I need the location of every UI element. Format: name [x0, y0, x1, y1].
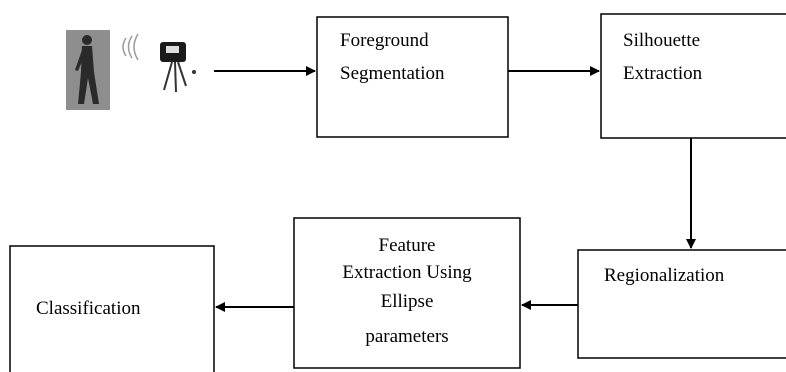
silhouette-label-line2: Extraction — [623, 63, 703, 84]
feature-label-line4: parameters — [365, 326, 448, 347]
feature-label-line3: Ellipse — [381, 291, 434, 312]
walking-person-icon — [66, 30, 110, 110]
classification-label: Classification — [36, 298, 141, 319]
silhouette-extraction-box — [600, 13, 786, 139]
camera-on-tripod-icon — [160, 42, 196, 93]
foreground-segmentation-box — [316, 16, 509, 138]
foreground-label-line1: Foreground — [340, 30, 429, 51]
regionalization-label: Regionalization — [604, 265, 725, 286]
foreground-label-line2: Segmentation — [340, 63, 445, 84]
classification-box — [9, 245, 215, 372]
signal-waves-icon — [122, 33, 139, 61]
regionalization-box — [577, 249, 786, 359]
feature-label-line1: Feature — [379, 235, 436, 256]
feature-extraction-box — [293, 217, 521, 369]
feature-label-line2: Extraction Using — [342, 262, 472, 283]
silhouette-label-line1: Silhouette — [623, 30, 700, 51]
